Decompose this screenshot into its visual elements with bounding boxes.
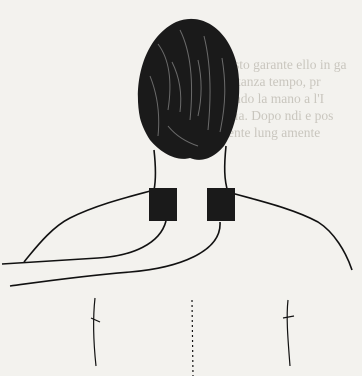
right-electrode-pad bbox=[207, 188, 235, 221]
hair bbox=[138, 19, 239, 160]
body-details bbox=[91, 298, 294, 376]
left-electrode-pad bbox=[149, 188, 177, 221]
lead-wires bbox=[2, 221, 220, 286]
neck-and-shoulders bbox=[24, 146, 352, 270]
